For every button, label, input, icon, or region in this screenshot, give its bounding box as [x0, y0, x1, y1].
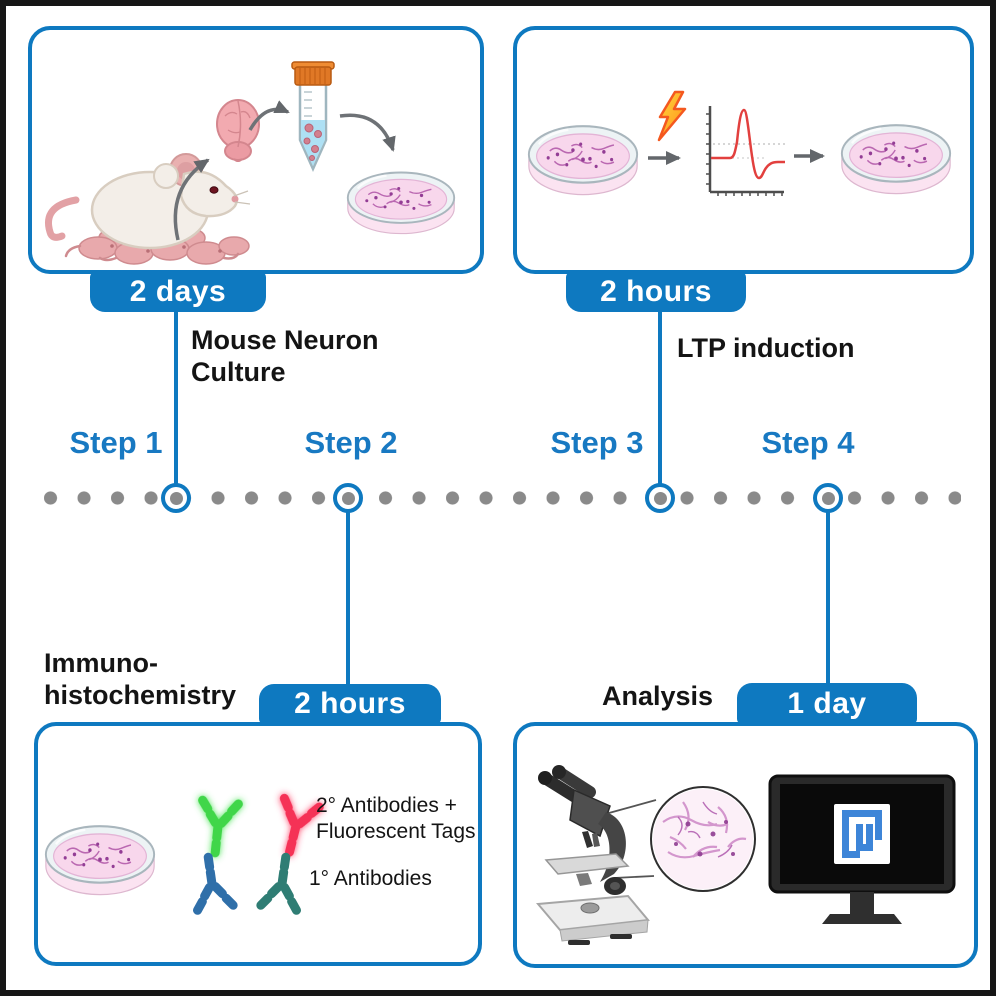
duration-badge-step4: 1 day — [737, 683, 917, 724]
connector-step4 — [826, 511, 830, 685]
duration-badge-step2: 2 hours — [259, 684, 441, 724]
duration-badge-step3: 2 hours — [566, 272, 746, 312]
imagej-logo-icon — [834, 804, 890, 864]
mouse-with-pups-icon — [45, 153, 251, 265]
caption-step4: Analysis — [602, 681, 714, 711]
secondary-antibody-glow-icon — [272, 798, 319, 856]
caption-step2-line1: Immuno- — [44, 648, 158, 678]
timeline-node-step3 — [645, 483, 675, 513]
conical-tube-icon — [291, 61, 335, 173]
microscope-icon — [535, 765, 650, 945]
timeline-node-dot — [821, 491, 835, 505]
lightning-bolt-icon — [657, 90, 687, 142]
primary-antibody-label: 1° Antibodies — [309, 867, 432, 890]
secondary-antibody-label: 2° Antibodies + Fluorescent Tags — [316, 793, 476, 845]
timeline-node-dot — [341, 491, 355, 505]
duration-badge-step1: 2 days — [90, 272, 266, 312]
caption-step3: LTP induction — [677, 333, 855, 363]
caption-step2: Immuno- histochemistry — [44, 647, 236, 711]
step-label-1: Step 1 — [69, 425, 163, 460]
secondary-antibody-glow-icon — [197, 800, 238, 854]
ephys-trace-icon — [706, 106, 787, 196]
curved-arrow-brain-to-tube-icon — [248, 100, 290, 131]
caption-step1-line2: Culture — [191, 357, 286, 387]
timeline-dotted-line — [44, 491, 961, 505]
primary-antibody-icon — [261, 855, 304, 911]
connector-step2 — [346, 511, 350, 686]
timeline-node-step2 — [333, 483, 363, 513]
petri-dish-icon — [346, 171, 456, 235]
timeline-node-dot — [169, 491, 183, 505]
caption-step2-line2: histochemistry — [44, 680, 237, 710]
petri-dish-icon — [527, 124, 639, 196]
arrow-right-icon — [648, 151, 681, 165]
curved-arrow-mouse-to-brain-icon — [173, 158, 210, 241]
caption-step1-line1: Mouse Neuron — [191, 325, 379, 355]
step-label-2: Step 2 — [304, 425, 398, 460]
secondary-antibody-label-line2: Fluorescent Tags — [316, 820, 476, 843]
secondary-antibody-label-line1: 2° Antibodies + — [316, 794, 457, 817]
arrow-right-icon — [794, 149, 825, 163]
timeline-node-dot — [653, 491, 667, 505]
step-label-3: Step 3 — [550, 425, 644, 460]
brain-icon — [216, 99, 260, 162]
timeline-node-step1 — [161, 483, 191, 513]
connector-step3 — [658, 310, 662, 485]
primary-antibody-icon — [190, 855, 233, 911]
monitor-imagej-icon — [768, 774, 956, 924]
caption-step1: Mouse Neuron Culture — [191, 324, 379, 388]
petri-dish-icon — [840, 123, 952, 195]
connector-step1 — [174, 310, 178, 485]
timeline-node-step4 — [813, 483, 843, 513]
step-label-4: Step 4 — [761, 425, 855, 460]
curved-arrow-tube-to-dish-icon — [339, 113, 396, 152]
petri-dish-icon — [44, 824, 156, 896]
microscope-and-magnified-neurons-icon — [535, 765, 756, 945]
magnified-neurons-icon — [653, 789, 753, 889]
